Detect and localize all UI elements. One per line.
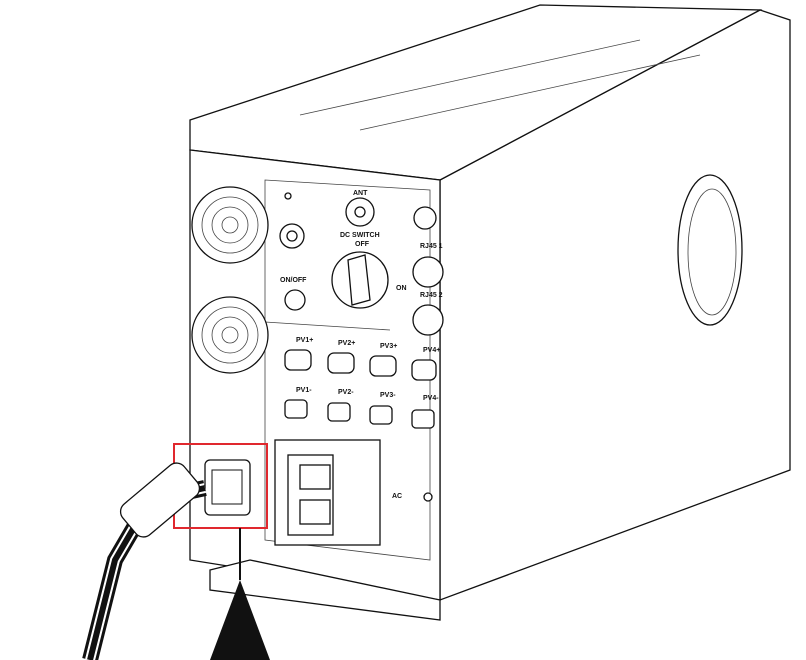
rj45-port-1[interactable] <box>412 256 444 288</box>
pv1-plus-connector[interactable] <box>284 349 312 371</box>
pv4-plus-connector[interactable] <box>411 359 437 381</box>
ac-terminal-block[interactable] <box>274 439 381 546</box>
ant-label: ANT <box>353 190 368 197</box>
pv1-minus-connector[interactable] <box>284 399 308 419</box>
off-label: OFF <box>355 241 370 248</box>
communication-port[interactable] <box>204 459 251 516</box>
pv4-minus-label: PV4- <box>423 395 439 402</box>
pv4-plus-label: PV4+ <box>423 347 440 354</box>
pv3-minus-connector[interactable] <box>369 405 393 425</box>
on-off-button[interactable] <box>284 289 306 311</box>
rj45-2-label: RJ45 2 <box>420 292 443 299</box>
pv3-minus-label: PV3- <box>380 392 396 399</box>
pv1-plus-label: PV1+ <box>296 337 313 344</box>
inverter-top <box>189 4 763 181</box>
pv4-minus-connector[interactable] <box>411 409 435 429</box>
pv2-plus-label: PV2+ <box>338 340 355 347</box>
rj45-port-top[interactable] <box>413 206 437 230</box>
pv3-plus-connector[interactable] <box>369 355 397 377</box>
dc-switch-knob[interactable] <box>331 251 389 309</box>
pv1-minus-label: PV1- <box>296 387 312 394</box>
rj45-1-label: RJ45 1 <box>420 243 443 250</box>
cooling-fan-bottom <box>191 296 269 374</box>
pv3-plus-label: PV3+ <box>380 343 397 350</box>
cooling-fan-top <box>191 186 269 264</box>
rj45-port-2[interactable] <box>412 304 444 336</box>
arrow-indicator <box>210 580 270 660</box>
dc-switch-label: DC SWITCH <box>340 232 380 239</box>
pv2-minus-label: PV2- <box>338 389 354 396</box>
bottom-cover <box>209 559 441 621</box>
on-label: ON <box>396 285 407 292</box>
pv2-minus-connector[interactable] <box>327 402 351 422</box>
cable-gland <box>119 462 201 538</box>
ac-label: AC <box>392 493 402 500</box>
side-circle <box>677 174 743 326</box>
pv2-plus-connector[interactable] <box>327 352 355 374</box>
on-off-label: ON/OFF <box>280 277 307 284</box>
